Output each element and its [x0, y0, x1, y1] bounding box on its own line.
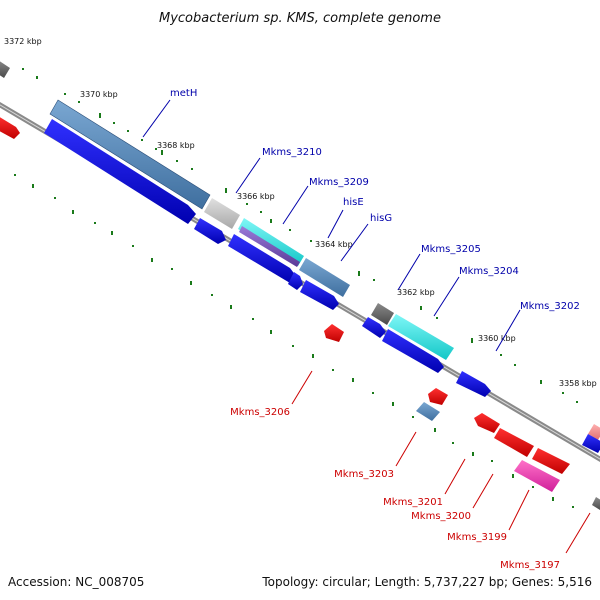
feature-mkms-3209[interactable]: [238, 218, 304, 266]
feature-light-red[interactable]: [588, 424, 600, 440]
gene-label-mkms-3197: Mkms_3197: [500, 560, 560, 571]
gene-label-mkms-3201: Mkms_3201: [383, 497, 443, 508]
feature-mkms-3205[interactable]: [371, 303, 394, 325]
forward-labels: metH Mkms_3210 Mkms_3209 hisE hisG Mkms_…: [170, 88, 580, 312]
gene-label-metH: metH: [170, 88, 197, 99]
feature-mkms-3203[interactable]: [428, 388, 448, 405]
gene-label-mkms-3202: Mkms_3202: [520, 301, 580, 312]
feature-metH[interactable]: [49, 99, 211, 210]
tick-label: 3362 kbp: [397, 288, 435, 297]
gene-label-mkms-3205: Mkms_3205: [421, 244, 481, 255]
feature-mkms-3201[interactable]: [474, 413, 500, 433]
feature-mkms-3210[interactable]: [204, 198, 240, 229]
feature-hisG[interactable]: [299, 258, 350, 297]
feature-gray-right[interactable]: [592, 497, 600, 510]
feature-mkms-3203-steel[interactable]: [416, 402, 440, 421]
forward-leaders: [142, 99, 521, 352]
arrow-forward-2[interactable]: [194, 218, 226, 244]
tick-label: 3368 kbp: [157, 141, 195, 150]
gene-label-hisG: hisG: [370, 213, 392, 224]
arrow-forward-5[interactable]: [300, 280, 339, 310]
feature-mkms-3204[interactable]: [388, 314, 454, 360]
tick-label: 3360 kbp: [478, 334, 516, 343]
reverse-leaders: [291, 370, 591, 554]
feature-gray-block[interactable]: [0, 60, 10, 78]
arrow-reverse-left[interactable]: [0, 116, 20, 139]
feature-mkms-3197[interactable]: [514, 460, 560, 492]
forward-arrows: [44, 119, 600, 453]
arrow-forward-3[interactable]: [228, 234, 296, 283]
arrow-forward-7[interactable]: [382, 329, 444, 373]
tick-label: 3372 kbp: [4, 37, 42, 46]
page-title: Mycobacterium sp. KMS, complete genome: [159, 11, 441, 26]
arrow-forward-6[interactable]: [362, 317, 386, 338]
gene-label-mkms-3200: Mkms_3200: [411, 511, 471, 522]
gene-label-mkms-3199: Mkms_3199: [447, 532, 507, 543]
feature-mkms-3199[interactable]: [532, 448, 570, 474]
feature-mkms-3206[interactable]: [324, 324, 344, 342]
tick-label: 3364 kbp: [315, 240, 353, 249]
reverse-features: [0, 116, 600, 510]
gene-label-mkms-3206: Mkms_3206: [230, 407, 290, 418]
feature-hisE[interactable]: [239, 226, 300, 267]
reverse-labels: Mkms_3206 Mkms_3203 Mkms_3201 Mkms_3200 …: [230, 407, 560, 571]
arrow-forward-8[interactable]: [456, 371, 491, 397]
gene-label-hisE: hisE: [343, 197, 364, 208]
genome-summary-text: Topology: circular; Length: 5,737,227 bp…: [261, 575, 592, 589]
arrow-forward-9[interactable]: [582, 434, 600, 453]
tick-label: 3358 kbp: [559, 379, 597, 388]
gene-label-mkms-3210: Mkms_3210: [262, 147, 322, 158]
forward-features: [0, 60, 600, 440]
arrow-forward-1[interactable]: [44, 119, 196, 224]
tick-label: 3366 kbp: [237, 192, 275, 201]
accession-text: Accession: NC_008705: [8, 575, 144, 589]
gene-label-mkms-3204: Mkms_3204: [459, 266, 519, 277]
tick-label: 3370 kbp: [80, 90, 118, 99]
gene-label-mkms-3203: Mkms_3203: [334, 469, 394, 480]
arrow-forward-4[interactable]: [288, 272, 303, 290]
kbp-labels: 3372 kbp 3370 kbp 3368 kbp 3366 kbp 3364…: [4, 37, 597, 388]
gene-label-mkms-3209: Mkms_3209: [309, 177, 369, 188]
tick-marks: [14, 68, 578, 508]
feature-mkms-3200[interactable]: [494, 428, 534, 457]
